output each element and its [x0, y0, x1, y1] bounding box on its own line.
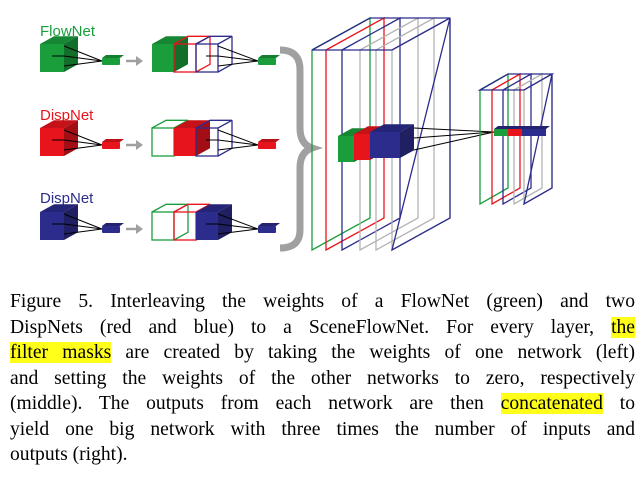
output-slice	[479, 72, 509, 206]
output-bar	[258, 139, 280, 149]
filter-slice	[174, 120, 210, 156]
output-bar	[102, 139, 124, 149]
weight-lines	[52, 45, 103, 67]
weight-lines	[206, 45, 259, 67]
sceneflownet-output-block	[477, 72, 555, 206]
caption-line-2: DispNets (red and blue) to a SceneFlowNe…	[10, 316, 635, 338]
output-bar	[102, 55, 124, 65]
output-bar	[102, 223, 124, 233]
figure-diagram: FlowNet DispNet DispNet	[40, 16, 555, 252]
input-block	[40, 204, 78, 240]
output-slice	[491, 72, 521, 206]
filter-slice	[195, 35, 233, 73]
network-row-2	[40, 119, 280, 157]
weight-lines	[52, 129, 103, 151]
highlight-filter-masks: filter masks	[10, 342, 112, 363]
out-red	[508, 129, 522, 136]
filter-slice	[151, 203, 189, 241]
center-blue	[370, 124, 414, 158]
arrow	[126, 140, 143, 150]
out-green	[494, 129, 508, 136]
output-bar	[258, 223, 280, 233]
dispnet-red-label: DispNet	[40, 107, 94, 124]
arrow	[126, 56, 143, 66]
highlight-concatenated: concatenated	[500, 393, 603, 414]
filter-slice	[152, 36, 188, 72]
input-slice	[359, 16, 419, 252]
caption-line-5: (middle). The outputs from each network …	[10, 393, 635, 414]
network-row-3	[40, 203, 280, 241]
dispnet-blue-label: DispNet	[40, 190, 94, 207]
flownet-label: FlowNet	[40, 23, 96, 40]
input-top	[311, 17, 451, 51]
network-row-1	[40, 35, 280, 73]
weight-lines	[52, 213, 103, 235]
brace-path	[279, 46, 324, 252]
caption-line-4: and setting the weights of the other net…	[10, 367, 635, 389]
masked-network	[152, 35, 280, 73]
network-rows	[40, 35, 280, 241]
weight-lines	[206, 213, 259, 235]
masked-network	[151, 119, 280, 157]
masked-network	[151, 203, 280, 241]
concat-weight-lines	[413, 127, 495, 151]
caption-line-3: filter masks are created by taking the w…	[10, 342, 635, 363]
output-bar	[258, 55, 280, 65]
input-side	[391, 17, 451, 252]
output-slice	[513, 72, 543, 206]
output-slice	[502, 72, 532, 206]
filter-slice	[196, 204, 232, 240]
out-blue	[522, 129, 546, 136]
weight-lines	[206, 129, 259, 151]
output-side	[523, 73, 553, 206]
out-top	[494, 126, 550, 129]
caption-line-1: Figure 5. Interleaving the weights of a …	[10, 291, 635, 312]
caption-line-6: yield one big network with three times t…	[10, 418, 635, 440]
sceneflownet-input-block	[311, 16, 495, 252]
merge-brace	[279, 46, 324, 252]
input-slice	[375, 16, 435, 252]
input-block	[40, 120, 78, 156]
figure-caption: Figure 5. Interleaving the weights of a …	[10, 289, 635, 468]
input-slice	[325, 16, 385, 252]
arrow	[126, 224, 143, 234]
highlight-the: the	[611, 316, 635, 338]
caption-line-7: outputs (right).	[10, 444, 128, 465]
input-block	[40, 36, 78, 72]
